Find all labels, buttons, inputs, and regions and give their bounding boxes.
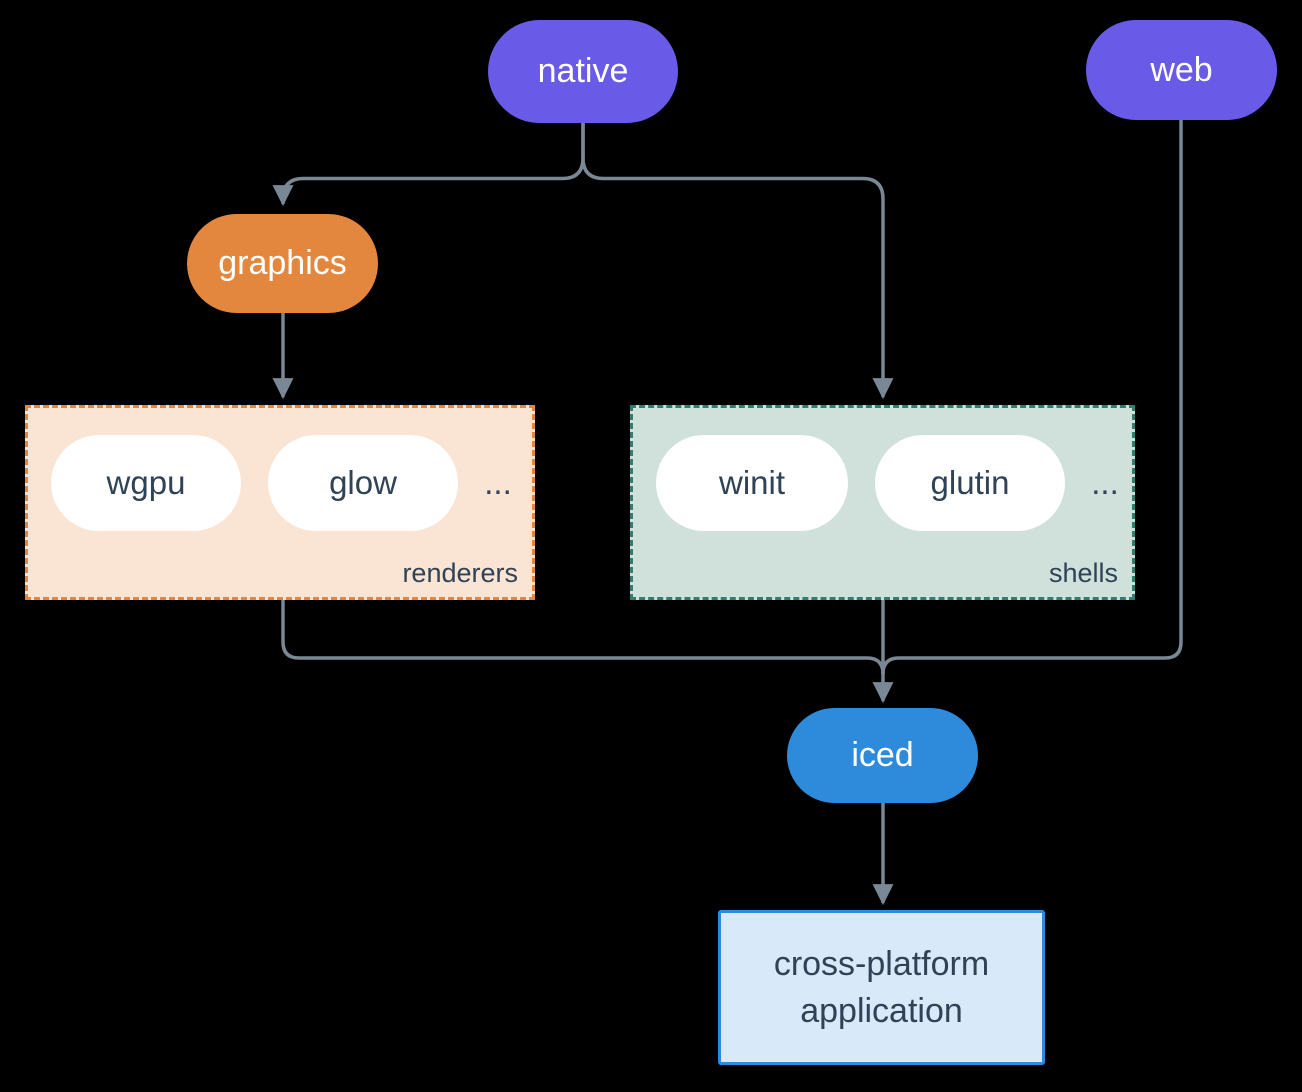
node-wgpu-label: wgpu xyxy=(106,464,186,501)
edge-renderers-to-join xyxy=(281,600,885,675)
node-glutin: glutin xyxy=(875,435,1065,531)
node-graphics: graphics xyxy=(187,214,378,313)
group-shells: winit glutin ... shells xyxy=(630,405,1135,600)
node-graphics-label: graphics xyxy=(218,244,347,282)
edge-native-to-graphics xyxy=(272,123,585,207)
node-web-label: web xyxy=(1150,50,1213,89)
app-label-line1: cross-platform xyxy=(773,944,990,983)
renderers-ellipsis: ... xyxy=(484,464,512,501)
node-glutin-label: glutin xyxy=(930,464,1010,501)
node-wgpu: wgpu xyxy=(51,435,241,531)
node-glow: glow xyxy=(268,435,458,531)
app-label-line2: application xyxy=(800,991,963,1030)
shells-ellipsis: ... xyxy=(1091,464,1119,501)
node-web: web xyxy=(1086,20,1277,120)
node-winit-label: winit xyxy=(718,464,786,501)
node-cross-platform-application: cross-platform application xyxy=(718,910,1045,1065)
shells-group-label: shells xyxy=(1048,558,1118,588)
group-renderers: wgpu glow ... renderers xyxy=(25,405,535,600)
node-glow-label: glow xyxy=(329,464,397,501)
node-iced: iced xyxy=(787,708,978,803)
node-winit: winit xyxy=(656,435,848,531)
edge-native-to-shells xyxy=(581,123,894,400)
renderers-group-label: renderers xyxy=(402,558,518,588)
node-native: native xyxy=(488,20,678,123)
node-iced-label: iced xyxy=(851,736,914,774)
node-native-label: native xyxy=(537,52,629,90)
